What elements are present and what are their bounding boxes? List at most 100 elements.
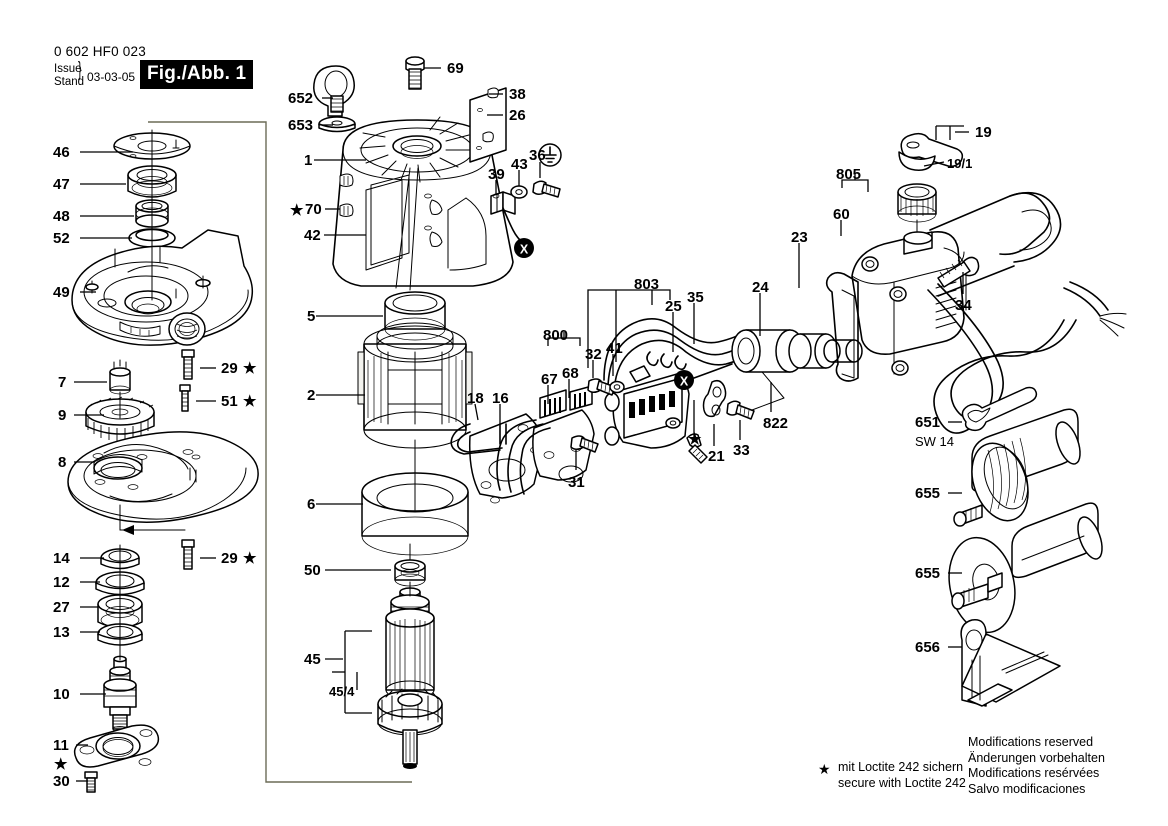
callout-655: 655 [915, 485, 941, 502]
callout-69: 69 [447, 60, 464, 77]
callout-7: 7 [58, 374, 67, 391]
issue-stand-label: Issue Stand [54, 63, 84, 89]
part-41-washer [609, 380, 625, 394]
callout-21: 21 [708, 448, 725, 465]
callout-70: 70 [305, 201, 322, 218]
callout-16: 16 [492, 390, 509, 407]
part-800-connector [532, 409, 595, 483]
star-icon: ★ [818, 761, 831, 777]
part-34-screw [937, 256, 980, 288]
earth-ground-symbol [538, 143, 562, 167]
callout-8: 8 [58, 454, 67, 471]
part-number: 0 602 HF0 023 [54, 44, 146, 59]
callout-5: 5 [307, 308, 316, 325]
part-24-sleeve [731, 329, 805, 373]
power-cord [927, 281, 1127, 434]
callout-47: 47 [53, 176, 70, 193]
callout-34: 34 [955, 297, 972, 314]
callout-30: 30 [53, 773, 70, 790]
callout-6: 6 [307, 496, 316, 513]
callout-: ★ [243, 360, 257, 377]
armature-core [385, 608, 435, 700]
part-23-tube [788, 333, 863, 369]
part-68-terminal-strip [569, 385, 593, 411]
callout-651: 651 [915, 414, 941, 431]
callout-: ★ [243, 550, 257, 567]
callout-33: 33 [733, 442, 750, 459]
callout-42: 42 [304, 227, 321, 244]
part-803-switch [604, 365, 690, 449]
callout-19: 19 [975, 124, 992, 141]
callout-: ★ [243, 393, 257, 410]
part-8-base-plate [67, 431, 259, 535]
part-43-washer [510, 185, 528, 199]
part-29-screw-a [181, 349, 195, 380]
part-21-clamp [702, 379, 727, 418]
loctite-note: ★ mit Loctite 242 sichern secure with Lo… [818, 760, 966, 791]
callout-: ★ [688, 431, 702, 448]
part-6-ring [361, 472, 469, 556]
part-29-screw-b [181, 539, 195, 570]
callout-800: 800 [543, 327, 569, 344]
part-69-screw [405, 56, 425, 90]
housing-rivets [424, 193, 443, 247]
part-60-gasket [825, 271, 859, 382]
part-25-washer [665, 417, 681, 429]
part-51-screw [179, 384, 191, 412]
callout-43: 43 [511, 156, 528, 173]
callout-9: 9 [58, 407, 67, 424]
leader-line-191 [923, 161, 945, 167]
figure-tag: Fig./Abb. 1 [140, 60, 254, 89]
callout-23: 23 [791, 229, 808, 246]
armature-fan [377, 688, 443, 736]
leader-lines [74, 67, 969, 782]
part-26-nameplate [469, 87, 507, 163]
part-655-handle-a [953, 408, 1081, 527]
callout-48: 48 [53, 208, 70, 225]
callout-brackets [332, 125, 964, 714]
callout-24: 24 [752, 279, 769, 296]
modifications-note: Modifications reserved Änderungen vorbeh… [968, 735, 1105, 798]
motor-housing-assembly: X [313, 56, 599, 556]
callout-1: 1 [304, 152, 313, 169]
svg-text:X: X [520, 243, 529, 257]
mods-en: Modifications reserved [968, 735, 1094, 749]
part-2-stator [357, 322, 473, 449]
part-32-screw [587, 378, 616, 396]
callout-36: 36 [529, 147, 546, 164]
callout-10: 10 [53, 686, 70, 703]
part-48-spacer [135, 199, 169, 228]
callout-50: 50 [304, 562, 321, 579]
part-805-housing [851, 191, 1062, 376]
callout-35: 35 [687, 289, 704, 306]
part-655-handle-b [948, 502, 1103, 634]
gear-head-assembly [67, 129, 259, 793]
callout-27: 27 [53, 599, 70, 616]
part-49-gear-housing [71, 229, 254, 346]
callout-18: 18 [467, 390, 484, 407]
armature-shaft [402, 729, 418, 769]
callout-: ★ [54, 756, 68, 773]
callout-14: 14 [53, 550, 70, 567]
assembly-group-bracket [148, 121, 412, 783]
callout-29: 29 [221, 550, 238, 567]
issue-label: Issue [54, 63, 82, 75]
part-70-screws [339, 173, 354, 217]
callout-11: 11 [53, 737, 69, 754]
part-45-armature [377, 543, 443, 769]
marker-x-upper: X [514, 238, 534, 258]
callout-51: 51 [221, 393, 238, 410]
mods-de: Änderungen vorbehalten [968, 750, 1105, 765]
callout-655: 655 [915, 565, 941, 582]
switch-harness-assembly: X [587, 271, 863, 464]
callout-32: 32 [585, 346, 602, 363]
callout-39: 39 [488, 166, 505, 183]
part-67-terminal-strip [539, 389, 567, 419]
part-50-bearing [394, 559, 426, 587]
stand-label: Stand [54, 75, 85, 88]
loctite-note-en: secure with Loctite 242 [838, 775, 966, 790]
callout-49: 49 [53, 284, 70, 301]
part-31-screw [570, 435, 599, 453]
issue-brace: } [78, 59, 82, 81]
